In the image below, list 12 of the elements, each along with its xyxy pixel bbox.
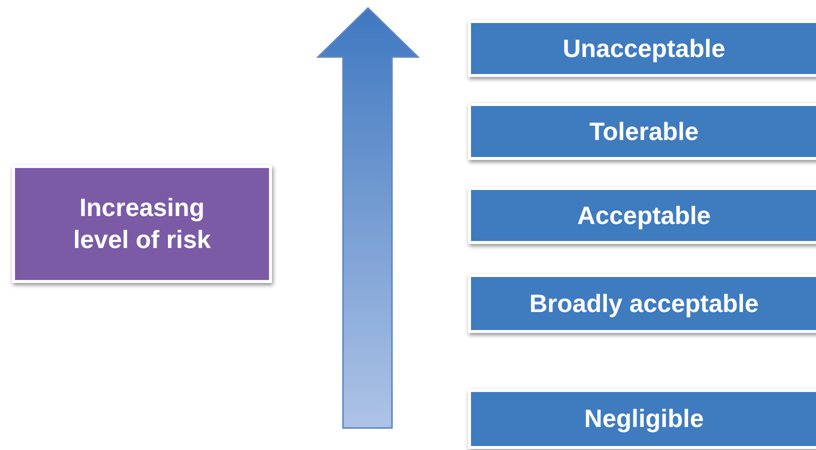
box-label: Negligible (584, 404, 704, 435)
risk-category-box (468, 389, 816, 449)
risk-category-box (468, 187, 816, 244)
box-label: Unacceptable (562, 34, 726, 64)
box-label: Increasing level of risk (72, 193, 212, 256)
risk-category-box (468, 103, 816, 160)
risk-category-box (468, 274, 816, 333)
risk-category-box (468, 20, 816, 77)
box-label: Broadly acceptable (529, 288, 759, 320)
box-label: Acceptable (577, 200, 711, 232)
box-label: Tolerable (589, 116, 699, 148)
risk-level-box (12, 165, 272, 283)
